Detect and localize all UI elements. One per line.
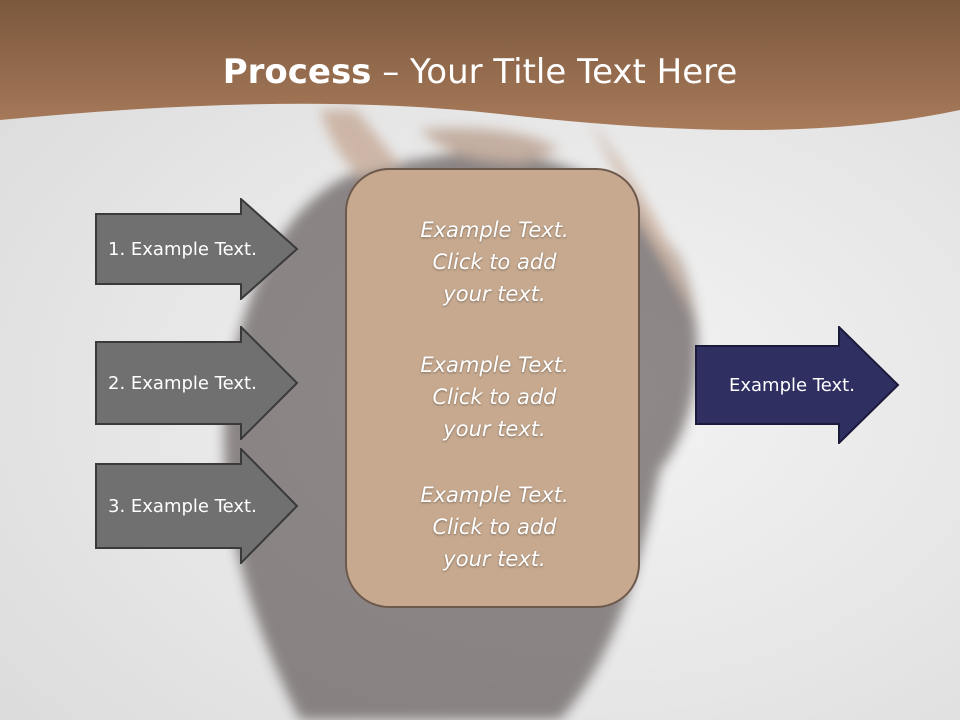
center-text-block-3[interactable]: Example Text. Click to add your text.	[347, 479, 642, 575]
header-banner	[0, 0, 960, 131]
block-line: Example Text.	[420, 353, 569, 377]
step-label: 3. Example Text.	[108, 495, 257, 517]
right-arrow-shape	[95, 326, 299, 440]
right-arrow-shape	[95, 448, 299, 564]
slide-title: Process – Your Title Text Here	[0, 52, 960, 92]
block-line: your text.	[443, 547, 546, 571]
output-label: Example Text.	[729, 374, 855, 396]
process-step-arrow-2[interactable]: 2. Example Text.	[95, 326, 299, 440]
center-text-block-2[interactable]: Example Text. Click to add your text.	[347, 349, 642, 445]
block-line: your text.	[443, 282, 546, 306]
block-line: Example Text.	[420, 218, 569, 242]
center-text-block-1[interactable]: Example Text. Click to add your text.	[347, 214, 642, 310]
block-line: your text.	[443, 417, 546, 441]
right-arrow-shape	[95, 198, 299, 300]
right-arrow-shape	[695, 326, 900, 444]
block-line: Click to add	[432, 515, 557, 539]
step-label: 2. Example Text.	[108, 372, 257, 394]
process-step-arrow-1[interactable]: 1. Example Text.	[95, 198, 299, 300]
block-line: Click to add	[432, 250, 557, 274]
block-line: Click to add	[432, 385, 557, 409]
process-step-arrow-3[interactable]: 3. Example Text.	[95, 448, 299, 564]
block-line: Example Text.	[420, 483, 569, 507]
center-process-box[interactable]: Example Text. Click to add your text. Ex…	[345, 168, 640, 608]
step-label: 1. Example Text.	[108, 238, 257, 260]
title-bold-text: Process	[222, 52, 372, 92]
output-arrow[interactable]: Example Text.	[695, 326, 900, 444]
title-rest-text: – Your Title Text Here	[371, 52, 738, 92]
